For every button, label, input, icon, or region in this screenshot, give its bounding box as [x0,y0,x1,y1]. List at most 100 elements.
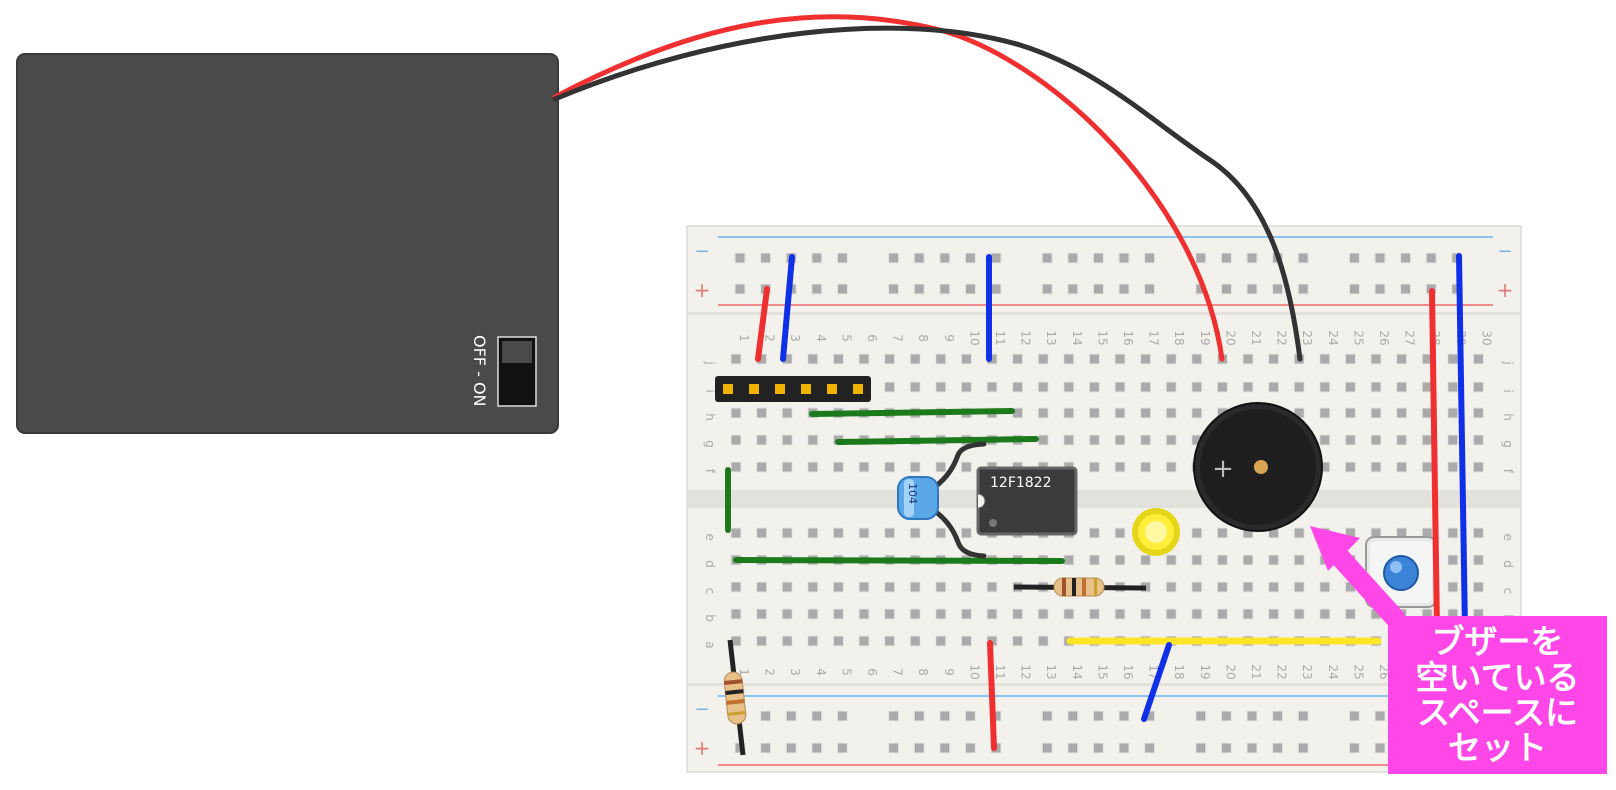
callout-line-2: 空いている [1415,657,1580,697]
column-number-bottom: 10 [967,664,981,679]
column-number-top: 17 [1147,330,1161,345]
green-jumpers [725,408,1065,564]
column-number-top: 10 [967,330,981,345]
capacitor-label: 104 [906,483,919,504]
column-number-bottom: 4 [814,668,828,676]
row-letter-left: d [703,560,717,568]
column-number-bottom: 18 [1172,664,1186,679]
column-number-top: 19 [1198,330,1212,345]
column-number-bottom: 22 [1275,664,1289,679]
breadboard-labels: 1122334455667788991010111112121313141415… [703,330,1515,679]
callout-line-3: スペースに [1416,693,1579,732]
header-pin [801,384,811,394]
rail-plus-bottom-left: + [694,736,711,760]
row-letter-left: f [703,469,717,474]
battery-leads [552,14,1303,362]
wire-blue-bottom [1141,642,1172,722]
column-number-bottom: 26 [1377,664,1391,679]
row-letter-right: d [1501,560,1515,568]
column-number-bottom: 11 [993,664,1007,679]
battery-box: OFF - ON [16,53,559,434]
callout-box: ブザーを 空いている スペースに セット [1388,616,1607,774]
column-number-top: 2 [763,334,777,342]
row-letter-right: e [1501,533,1515,540]
column-number-top: 13 [1044,330,1058,345]
buzzer-plus-mark: + [1212,454,1234,484]
jumper-green-4 [733,557,1065,564]
column-number-top: 8 [916,334,930,342]
board-wires [755,253,1468,751]
column-number-top: 6 [865,334,879,342]
rail-minus-top-left: − [694,241,709,262]
column-number-bottom: 21 [1249,664,1263,679]
column-number-bottom: 5 [839,668,853,676]
ic-chip: 12F1822 [976,466,1078,536]
column-number-top: 12 [1019,330,1033,345]
row-letter-left: a [703,641,717,648]
column-number-top: 21 [1249,330,1263,345]
column-number-bottom: 3 [788,668,802,676]
column-number-bottom: 13 [1044,664,1058,679]
header-pin [723,384,733,394]
column-number-bottom: 12 [1019,664,1033,679]
switch-label: OFF - ON [470,335,489,407]
row-letter-right: g [1501,440,1515,448]
resistor-horizontal [1013,577,1147,597]
led-yellow [1132,508,1180,556]
battery-lead-black [552,25,1303,362]
resistor-vertical [723,639,747,756]
pin-header [715,376,871,402]
header-pin [749,384,759,394]
column-number-top: 15 [1095,330,1109,345]
wire-blue-right [1456,253,1468,633]
row-letter-right: c [1501,588,1515,595]
wire-red-right [1429,288,1440,633]
column-number-bottom: 20 [1223,664,1237,679]
column-number-top: 14 [1070,330,1084,345]
column-number-bottom: 16 [1121,664,1135,679]
capacitor: 104 [897,441,987,559]
row-letter-right: f [1501,469,1515,474]
wire-red-short-top [755,286,770,362]
column-number-bottom: 7 [891,668,905,676]
column-number-bottom: 19 [1198,664,1212,679]
jumper-green-2 [835,436,1039,445]
rail-plus-top-left: + [694,278,711,302]
rail-plus-top-right: + [1497,278,1514,302]
jumper-green-1 [809,408,1015,417]
row-letter-left: i [703,389,717,392]
column-number-bottom: 25 [1351,664,1365,679]
column-number-top: 23 [1300,330,1314,345]
column-number-top: 3 [788,334,802,342]
power-switch[interactable] [497,336,537,407]
column-number-top: 1 [737,334,751,342]
callout-arrow [1310,526,1405,628]
column-number-top: 22 [1275,330,1289,345]
callout-line-1: ブザーを [1431,622,1564,662]
column-number-bottom: 15 [1095,664,1109,679]
row-letter-left: e [703,533,717,540]
row-letter-left: g [703,440,717,448]
column-number-bottom: 1 [737,668,751,676]
column-number-top: 26 [1377,330,1391,345]
row-letter-left: c [703,588,717,595]
column-number-top: 24 [1326,330,1340,345]
column-number-bottom: 2 [763,668,777,676]
column-number-top: 9 [942,334,956,342]
row-letter-left: j [703,360,717,364]
column-number-bottom: 6 [865,668,879,676]
ic-label: 12F1822 [990,475,1052,491]
column-number-top: 7 [891,334,905,342]
row-letter-right: h [1501,413,1515,421]
rail-minus-top-right: − [1497,241,1512,262]
column-number-top: 5 [839,334,853,342]
column-number-top: 20 [1223,330,1237,345]
column-number-bottom: 8 [916,668,930,676]
column-number-bottom: 23 [1300,664,1314,679]
row-letter-left: h [703,413,717,421]
column-number-top: 25 [1351,330,1365,345]
row-letter-left: b [703,614,717,622]
header-pin [775,384,785,394]
column-number-top: 11 [993,330,1007,345]
